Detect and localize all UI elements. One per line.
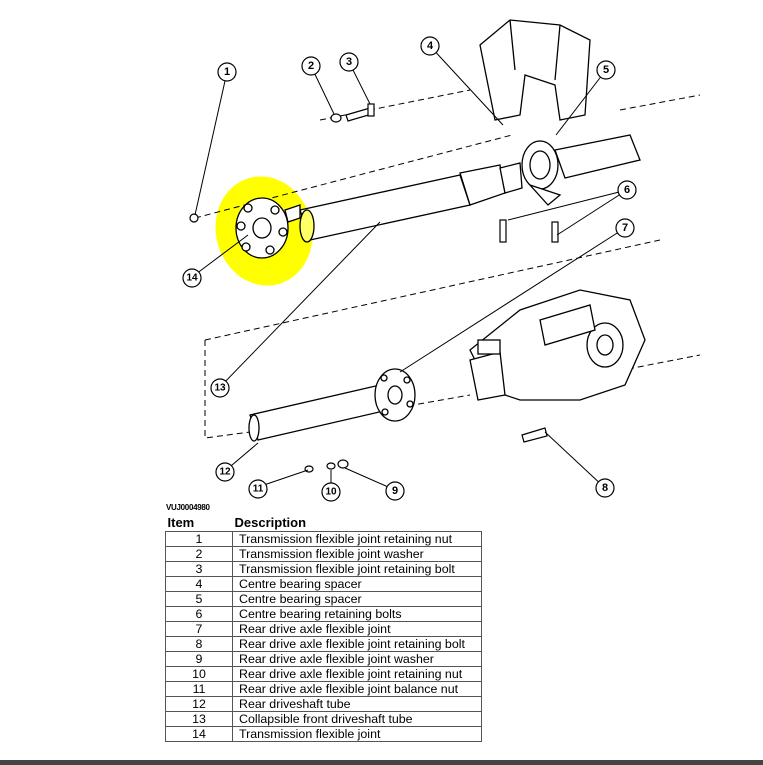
- front-driveshaft-tube: [299, 162, 523, 243]
- row-description: Transmission flexible joint washer: [232, 546, 482, 562]
- row-item-number: 12: [165, 696, 233, 712]
- bottom-bar: [0, 760, 763, 765]
- callout-label-5: 5: [603, 64, 609, 76]
- callout-1: [217, 62, 237, 82]
- callout-label-13: 13: [214, 383, 226, 394]
- figure-code: VUJ0004980: [166, 503, 210, 512]
- row-description: Transmission flexible joint retaining nu…: [232, 531, 482, 547]
- header-description: Description: [234, 515, 307, 530]
- callout-2: [301, 56, 321, 76]
- callout-label-3: 3: [346, 56, 352, 68]
- callout-10: [321, 482, 341, 502]
- callout-8: [595, 478, 615, 498]
- transmission-flexible-joint: [235, 197, 301, 259]
- callout-5: [596, 60, 616, 80]
- header-item: Item: [167, 515, 195, 530]
- front-fasteners: [189, 103, 375, 223]
- callout-label-10: 10: [325, 487, 337, 498]
- row-description: Rear driveshaft tube: [232, 696, 482, 712]
- row-item-number: 14: [165, 726, 233, 742]
- row-item-number: 3: [165, 561, 233, 577]
- centre-bearing-bracket: [479, 19, 641, 206]
- row-item-number: 11: [165, 681, 233, 697]
- centre-bearing-bolts: [499, 219, 559, 243]
- callout-12: [215, 462, 235, 482]
- row-item-number: 8: [165, 636, 233, 652]
- row-description: Rear drive axle flexible joint washer: [232, 651, 482, 667]
- callout-label-7: 7: [622, 222, 628, 234]
- rear-fasteners: [304, 427, 548, 473]
- callout-13: [210, 378, 230, 398]
- row-description: Centre bearing spacer: [232, 576, 482, 592]
- callout-9: [385, 481, 405, 501]
- callout-label-11: 11: [253, 484, 264, 495]
- row-description: Centre bearing retaining bolts: [232, 606, 482, 622]
- callout-label-1: 1: [224, 66, 230, 78]
- callout-label-12: 12: [219, 467, 231, 478]
- callout-label-8: 8: [602, 482, 608, 494]
- row-item-number: 1: [165, 531, 233, 547]
- callout-3: [339, 52, 359, 72]
- row-item-number: 6: [165, 606, 233, 622]
- driveshaft-exploded-diagram: 1 2 3 4 5 6 7 8 9 10 11 12 13 14: [182, 19, 701, 502]
- row-description: Transmission flexible joint retaining bo…: [232, 561, 482, 577]
- row-description: Centre bearing spacer: [232, 591, 482, 607]
- row-description: Transmission flexible joint: [232, 726, 482, 742]
- row-item-number: 5: [165, 591, 233, 607]
- callout-label-4: 4: [427, 40, 434, 52]
- row-description: Collapsible front driveshaft tube: [232, 711, 482, 727]
- callout-4: [420, 36, 440, 56]
- row-item-number: 10: [165, 666, 233, 682]
- callout-circles: [182, 36, 637, 502]
- row-description: Rear drive axle flexible joint: [232, 621, 482, 637]
- row-item-number: 2: [165, 546, 233, 562]
- callout-7: [615, 218, 635, 238]
- row-item-number: 13: [165, 711, 233, 727]
- callout-14: [182, 268, 202, 288]
- callout-label-14: 14: [186, 273, 198, 284]
- row-description: Rear drive axle flexible joint retaining…: [232, 666, 482, 682]
- row-description: Rear drive axle flexible joint retaining…: [232, 636, 482, 652]
- callout-11: [248, 479, 268, 499]
- rear-flexible-joint: [374, 368, 416, 422]
- row-item-number: 7: [165, 621, 233, 637]
- callout-6: [617, 180, 637, 200]
- rear-differential: [469, 289, 646, 401]
- row-description: Rear drive axle flexible joint balance n…: [232, 681, 482, 697]
- callout-label-9: 9: [392, 485, 398, 497]
- row-item-number: 4: [165, 576, 233, 592]
- row-item-number: 9: [165, 651, 233, 667]
- callout-label-2: 2: [308, 60, 314, 72]
- callout-label-6: 6: [624, 184, 630, 196]
- callout-numbers: 1 2 3 4 5 6 7 8 9 10 11 12 13 14: [186, 40, 630, 498]
- table-header-row: Item Description: [166, 516, 482, 532]
